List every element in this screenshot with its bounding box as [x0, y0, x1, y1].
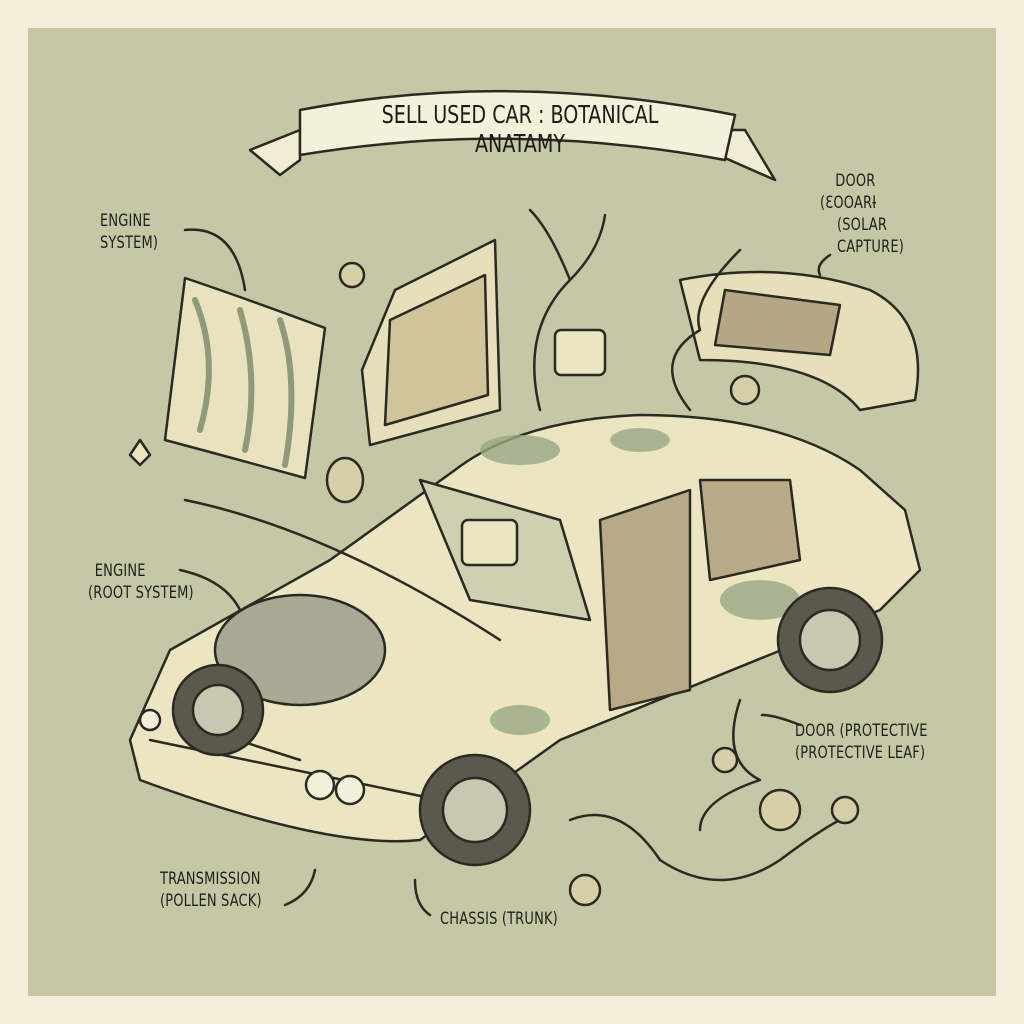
label-engine-system: ENGINE SYSTEM)	[100, 210, 158, 254]
page-title: SELL USED CAR : BOTANICAL ANATAMY	[381, 100, 659, 158]
title-banner	[248, 89, 777, 182]
label-line: DOOR (PROTECTIVE	[795, 721, 928, 741]
label-line: DOOR	[835, 171, 876, 191]
label-engine-root: ENGINE (ROOT SYSTEM)	[88, 560, 194, 604]
label-line: ENGINE	[94, 561, 146, 581]
label-line: (PROTECTIVE LEAF)	[795, 743, 926, 763]
label-transmission: TRANSMISSION (POLLEN SACK)	[160, 868, 262, 912]
wheels	[171, 586, 884, 867]
label-line: (SOLAR	[837, 215, 888, 235]
label-line: CAPTURE)	[837, 237, 904, 257]
car-body	[128, 413, 922, 843]
label-line: ENGINE	[100, 211, 151, 231]
label-line: SYSTEM)	[100, 233, 159, 253]
label-door-protective: DOOR (PROTECTIVE (PROTECTIVE LEAF)	[795, 720, 928, 764]
label-door-solar: DOOR (ƐOOARƗ (SOLAR CAPTURE)	[820, 170, 904, 258]
label-line: TRANSMISSION	[160, 869, 261, 889]
label-line: (ƐOOARƗ	[820, 193, 877, 213]
label-line: (ROOT SYSTEM)	[88, 583, 194, 603]
label-line: (POLLEN SACK)	[160, 891, 262, 911]
label-chassis: CHASSIS (TRUNK)	[440, 909, 558, 929]
